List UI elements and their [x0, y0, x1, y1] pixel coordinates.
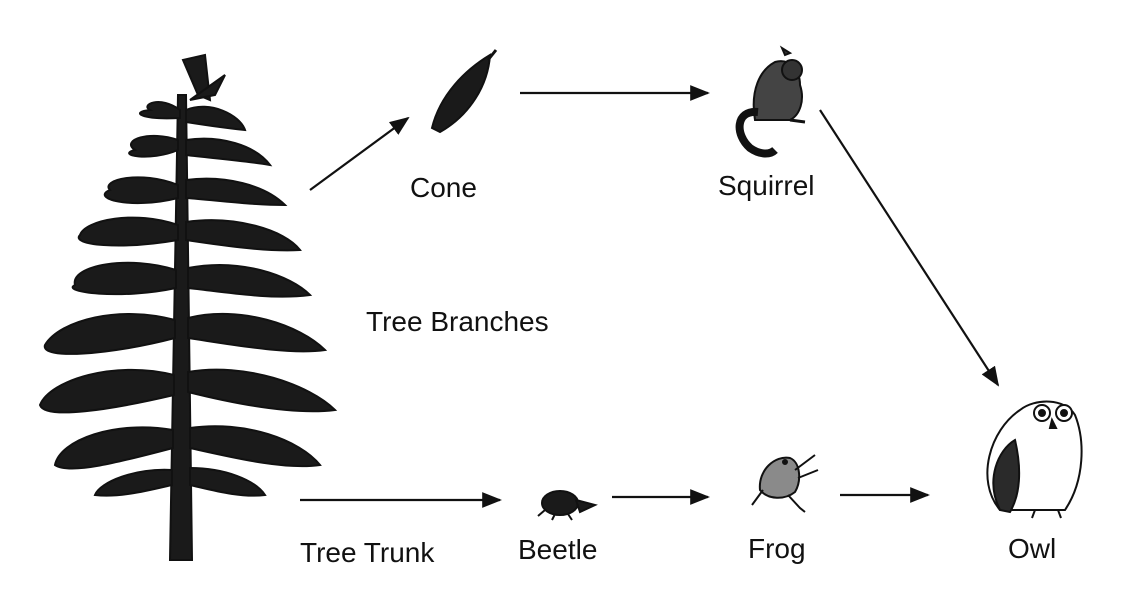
arrow-tree-to-cone [309, 116, 410, 191]
beetle-icon [537, 490, 598, 521]
owl-icon [986, 400, 1083, 519]
tree-trunk-label: Tree Trunk [300, 537, 435, 568]
tree-branches-label: Tree Branches [366, 306, 549, 337]
frog-label: Frog [748, 533, 806, 564]
owl-label: Owl [1008, 533, 1057, 564]
beetle-label: Beetle [518, 534, 598, 565]
arrow-squirrel-to-owl [819, 109, 1000, 387]
frog-icon [751, 454, 819, 513]
edge-arrows [300, 85, 1000, 508]
squirrel-icon [735, 45, 806, 158]
cone-label: Cone [410, 172, 477, 203]
pine-tree-icon [38, 53, 338, 561]
pine-cone-icon [430, 49, 498, 134]
squirrel-label: Squirrel [718, 170, 815, 201]
